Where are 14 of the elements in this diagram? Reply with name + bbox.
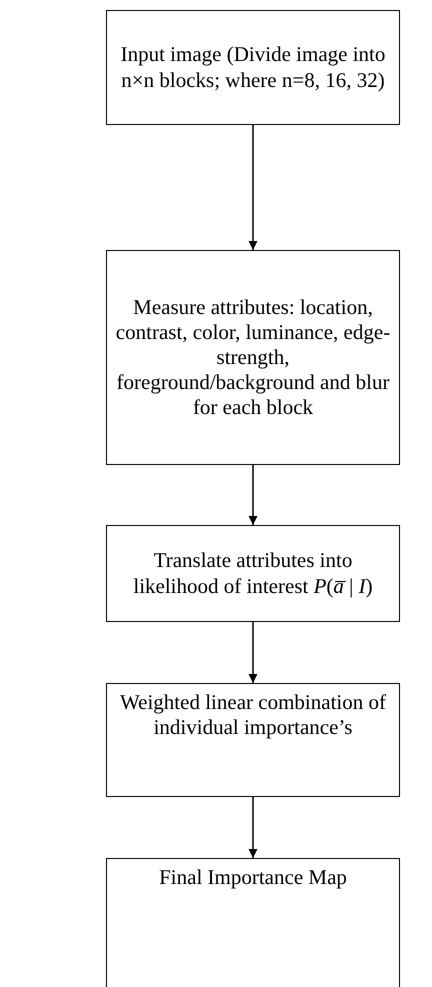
step-text: Translate attributes into likelihood of interest P(a̅ | I)	[132, 548, 374, 599]
process-box	[106, 858, 400, 987]
arrow	[248, 797, 258, 858]
process-box	[106, 250, 400, 465]
process-box	[106, 10, 400, 125]
step-text: Weighted linear combination of individual importance’s	[119, 690, 387, 740]
process-box	[106, 525, 400, 622]
step-text: Input image (Divide image into n×n blocks; where n=8, 16, 32)	[120, 42, 386, 93]
arrow	[248, 125, 258, 250]
arrow	[248, 465, 258, 525]
arrow	[248, 622, 258, 683]
step-text: Measure attributes: location, contrast, color, luminance, edge-strength, foreground/background and blur for each block	[115, 294, 391, 420]
step-text: Final Importance Map	[159, 865, 347, 890]
process-box	[106, 683, 400, 797]
